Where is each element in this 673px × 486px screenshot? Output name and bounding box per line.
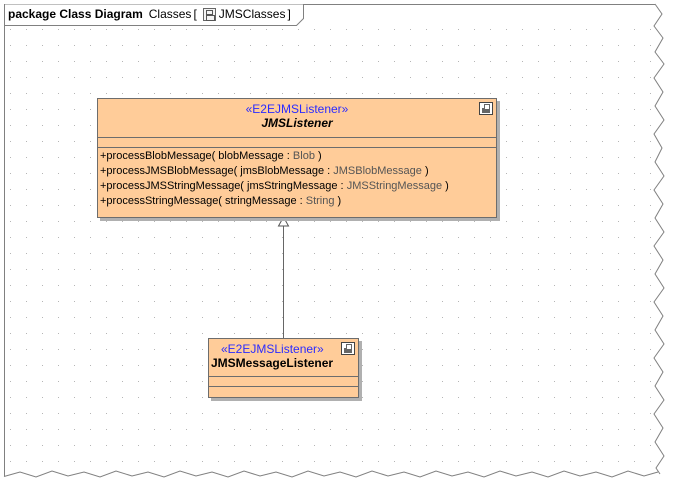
class-element-icon	[341, 342, 355, 355]
frame-tab-outline	[4, 4, 304, 26]
operations-compartment	[209, 386, 358, 398]
generalization-arrowhead	[277, 215, 290, 227]
frame-header: package Class Diagram Classes [ JMSClass…	[4, 4, 291, 24]
generalization-arrow[interactable]	[277, 215, 290, 339]
operations-compartment: +processBlobMessage( blobMessage : Blob …	[98, 147, 496, 210]
class-jmslistener[interactable]: «E2EJMSListener» JMSListener +processBlo…	[97, 98, 497, 218]
attributes-compartment	[209, 376, 358, 386]
grid-dots	[6, 26, 654, 470]
package-diagram-icon	[202, 7, 216, 21]
class-element-icon	[479, 102, 493, 115]
operation-item[interactable]: +processBlobMessage( blobMessage : Blob …	[100, 150, 322, 162]
frame-open-bracket: [	[193, 7, 197, 21]
class-name: JMSMessageListener	[211, 356, 334, 370]
attributes-compartment	[98, 137, 496, 147]
operation-item[interactable]: +processJMSBlobMessage( jmsBlobMessage :…	[100, 165, 429, 177]
frame-diagram-name[interactable]: JMSClasses	[218, 7, 286, 21]
frame-name: Classes	[148, 7, 192, 21]
class-stereotype: «E2EJMSListener»	[245, 102, 349, 116]
operation-item[interactable]: +processStringMessage( stringMessage : S…	[100, 195, 342, 207]
operation-item[interactable]: +processJMSStringMessage( jmsStringMessa…	[100, 180, 449, 192]
class-stereotype: «E2EJMSListener»	[221, 342, 324, 356]
frame-keyword: package Class Diagram	[8, 7, 143, 21]
frame-close-bracket: ]	[287, 7, 291, 21]
class-name: JMSListener	[261, 116, 333, 130]
class-jmsmessagelistener[interactable]: «E2EJMSListener» JMSMessageListener	[208, 338, 359, 398]
